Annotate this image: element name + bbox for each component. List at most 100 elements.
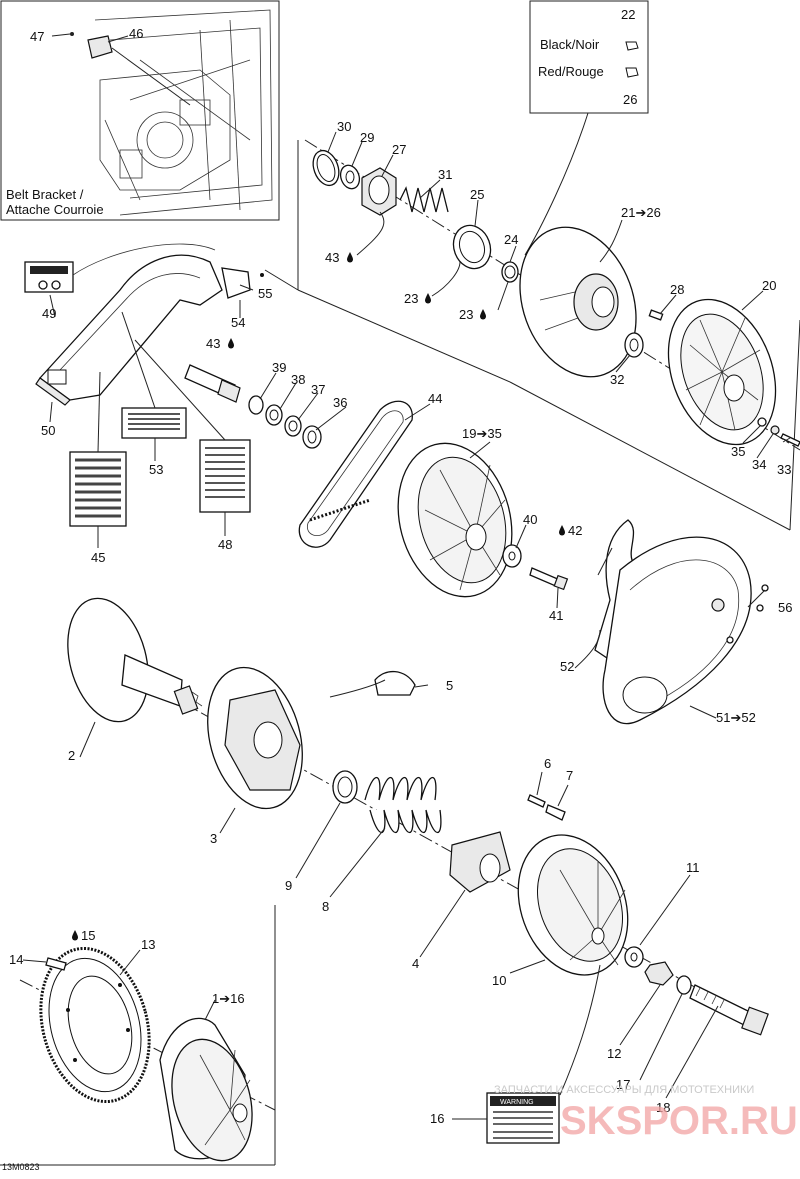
callout-23-left: 23 bbox=[404, 291, 418, 306]
washer-38 bbox=[265, 404, 283, 426]
weight-5 bbox=[374, 670, 416, 696]
bolt-41 bbox=[529, 567, 569, 591]
callout-8: 8 bbox=[322, 899, 329, 914]
bushing-24 bbox=[501, 261, 519, 283]
callout-49: 49 bbox=[42, 306, 56, 321]
washer-40 bbox=[502, 544, 522, 568]
watermark: ЗАПЧАСТИ И АКСЕССУАРЫ ДЛЯ МОТОТЕХНИКИ SK… bbox=[494, 1084, 798, 1143]
legend-number-top: 22 bbox=[621, 7, 635, 22]
callout-10: 10 bbox=[492, 973, 506, 988]
callout-17: 17 bbox=[616, 1077, 630, 1092]
bushing-25 bbox=[452, 224, 492, 270]
callout-1: 1➔16 bbox=[212, 991, 245, 1006]
wire-color-legend: 22 Black/Noir Red/Rouge 26 bbox=[524, 0, 649, 256]
decal-49 bbox=[24, 261, 74, 293]
driven-pulley-19 bbox=[397, 442, 513, 598]
shaft-43 bbox=[184, 364, 241, 403]
callout-13: 13 bbox=[141, 937, 155, 952]
washer-32 bbox=[624, 332, 644, 358]
callout-21: 21➔26 bbox=[621, 205, 661, 220]
washer-36 bbox=[302, 425, 322, 449]
callout-30: 30 bbox=[337, 119, 351, 134]
drawing-number: 13M0823 bbox=[2, 1162, 40, 1172]
callout-29: 29 bbox=[360, 130, 374, 145]
callout-18: 18 bbox=[656, 1100, 670, 1115]
callout-12: 12 bbox=[607, 1046, 621, 1061]
belt-guard-51 bbox=[602, 536, 752, 725]
washer-29 bbox=[339, 164, 361, 190]
callout-25: 25 bbox=[470, 187, 484, 202]
callout-27: 27 bbox=[392, 142, 406, 157]
snap-ring-30 bbox=[312, 149, 340, 187]
callout-14: 14 bbox=[9, 952, 23, 967]
callout-5: 5 bbox=[446, 678, 453, 693]
callout-38: 38 bbox=[291, 372, 305, 387]
bracket-54 bbox=[221, 267, 251, 299]
callout-23-right: 23 bbox=[459, 307, 473, 322]
spring-cup-27 bbox=[361, 167, 397, 216]
spacer-9 bbox=[332, 770, 358, 804]
callout-36: 36 bbox=[333, 395, 347, 410]
fan-sheave-20 bbox=[667, 298, 777, 446]
washer-11 bbox=[624, 946, 644, 968]
bolt-7 bbox=[545, 804, 566, 821]
movable-half-3 bbox=[207, 666, 303, 810]
callout-48: 48 bbox=[218, 537, 232, 552]
decal-53 bbox=[121, 407, 187, 439]
callout-32: 32 bbox=[610, 372, 624, 387]
callout-11: 11 bbox=[686, 860, 700, 875]
callout-20: 20 bbox=[762, 278, 776, 293]
drive-belt-44 bbox=[298, 400, 413, 548]
callout-41: 41 bbox=[549, 608, 563, 623]
inset-caption-line1: Belt Bracket / bbox=[6, 187, 84, 202]
ring-gear-13 bbox=[39, 946, 151, 1104]
spring-8 bbox=[364, 777, 442, 833]
callouts: 30 29 27 31 25 43 23 24 23 21➔26 28 20 3… bbox=[9, 119, 792, 1126]
bolt-18 bbox=[689, 984, 769, 1036]
callout-16: 16 bbox=[430, 1111, 444, 1126]
assembly-frame-lines bbox=[0, 140, 800, 1166]
nut-34 bbox=[770, 425, 780, 435]
fastener-56b bbox=[756, 604, 764, 612]
callout-19: 19➔35 bbox=[462, 426, 502, 441]
callout-28: 28 bbox=[670, 282, 684, 297]
bolt-6 bbox=[527, 794, 546, 808]
screw-14 bbox=[45, 957, 67, 971]
fastener-56a bbox=[761, 584, 769, 592]
legend-red-label: Red/Rouge bbox=[538, 64, 604, 79]
watermark-line2: SKSPOR.RU bbox=[560, 1099, 798, 1143]
callout-15: 15 bbox=[81, 928, 95, 943]
drive-pulley-assembly-1 bbox=[159, 1017, 253, 1162]
washer-17 bbox=[676, 975, 692, 995]
callout-24: 24 bbox=[504, 232, 518, 247]
callout-54: 54 bbox=[231, 315, 245, 330]
bolt-33 bbox=[780, 433, 800, 447]
callout-56: 56 bbox=[778, 600, 792, 615]
callout-46: 46 bbox=[129, 26, 143, 41]
callout-51: 51➔52 bbox=[716, 710, 756, 725]
legend-number-bottom: 26 bbox=[623, 92, 637, 107]
callout-3: 3 bbox=[210, 831, 217, 846]
callout-43-lower: 43 bbox=[206, 336, 220, 351]
callout-9: 9 bbox=[285, 878, 292, 893]
belt-bracket-inset: 47 46 Belt Bracket / Attache Courroie bbox=[0, 0, 280, 221]
leader-lines bbox=[22, 131, 791, 1120]
callout-47: 47 bbox=[30, 29, 44, 44]
callout-4: 4 bbox=[412, 956, 419, 971]
callout-37: 37 bbox=[311, 382, 325, 397]
callout-31: 31 bbox=[438, 167, 452, 182]
callout-33: 33 bbox=[777, 462, 791, 477]
spring-31 bbox=[399, 186, 449, 213]
warning-label-16: WARNING bbox=[486, 1092, 560, 1144]
callout-52: 52 bbox=[560, 659, 574, 674]
callout-7: 7 bbox=[566, 768, 573, 783]
spider-4 bbox=[449, 831, 511, 893]
warning-label-title: WARNING bbox=[500, 1099, 534, 1106]
cover-10 bbox=[517, 834, 629, 976]
legend-black-label: Black/Noir bbox=[540, 37, 600, 52]
callout-2: 2 bbox=[68, 748, 75, 763]
inset-caption-line2: Attache Courroie bbox=[6, 202, 104, 217]
belt-cover-50 bbox=[35, 254, 223, 406]
